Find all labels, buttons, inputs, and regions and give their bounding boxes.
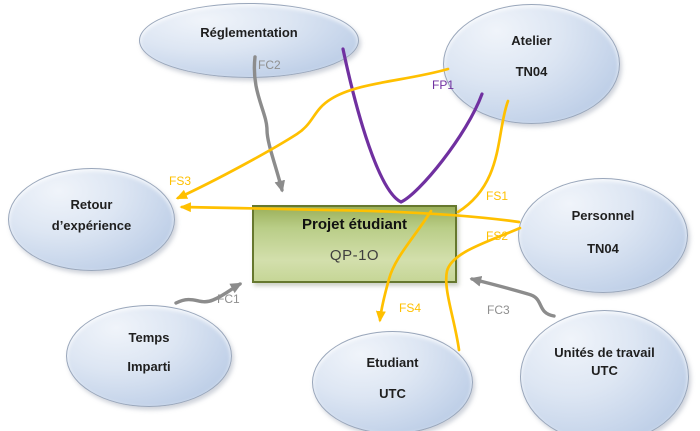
node-etudiant-utc: Etudiant UTC (312, 331, 473, 431)
node-unites-line2: UTC (591, 363, 618, 378)
node-unites-line1: Unités de travail (554, 345, 655, 360)
edge-label-fs3: FS3 (169, 174, 192, 188)
node-unites-travail-utc: Unités de travail UTC (520, 310, 689, 431)
node-temps-line2: Imparti (127, 358, 171, 374)
node-retour-line1: Retour (70, 196, 113, 212)
node-temps-line1: Temps (128, 329, 170, 345)
center-box-code: QP-1O (329, 247, 380, 264)
node-personnel-line1: Personnel (571, 207, 635, 223)
edge-fc3 (469, 276, 556, 318)
edge-label-fs4: FS4 (399, 301, 422, 315)
node-reglementation: Réglementation (139, 3, 359, 78)
center-box-title: Projet étudiant (301, 216, 407, 233)
edge-label-fp1: FP1 (432, 78, 455, 92)
node-retour-experience: Retour d’expérience (8, 168, 175, 271)
node-etudiant-line1: Etudiant (366, 355, 419, 370)
node-temps-imparti: Temps Imparti (66, 305, 232, 407)
edge-fs3 (175, 67, 450, 200)
node-atelier-line2: TN04 (515, 64, 548, 79)
node-personnel-line2: TN04 (587, 240, 619, 256)
node-atelier-line1: Atelier (511, 33, 552, 48)
edge-label-fc2: FC2 (258, 58, 281, 72)
edge-label-fs2: FS2 (486, 229, 509, 243)
node-reglementation-label: Réglementation (200, 25, 298, 40)
edge-fs2 (444, 226, 522, 352)
edge-label-fs1: FS1 (486, 189, 509, 203)
node-atelier-tn04: Atelier TN04 (443, 4, 620, 124)
node-personnel-tn04: Personnel TN04 (518, 178, 688, 293)
center-box-projet-etudiant: Projet étudiant QP-1O (252, 205, 457, 283)
node-etudiant-line2: UTC (379, 386, 406, 401)
edge-label-fc3: FC3 (487, 303, 510, 317)
node-retour-line2: d’expérience (51, 217, 132, 233)
edge-label-fc1: FC1 (217, 292, 240, 306)
